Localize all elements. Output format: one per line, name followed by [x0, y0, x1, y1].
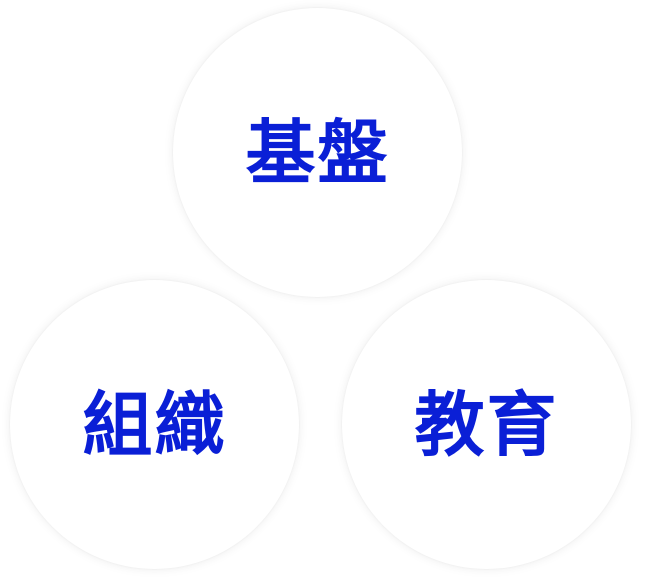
circle-label-foundation: 基盤 [245, 111, 390, 194]
circle-foundation: 基盤 [173, 8, 462, 297]
circle-organization: 組織 [10, 280, 299, 569]
circle-label-education: 教育 [414, 383, 559, 466]
circle-education: 教育 [342, 280, 631, 569]
circle-label-organization: 組織 [82, 383, 227, 466]
